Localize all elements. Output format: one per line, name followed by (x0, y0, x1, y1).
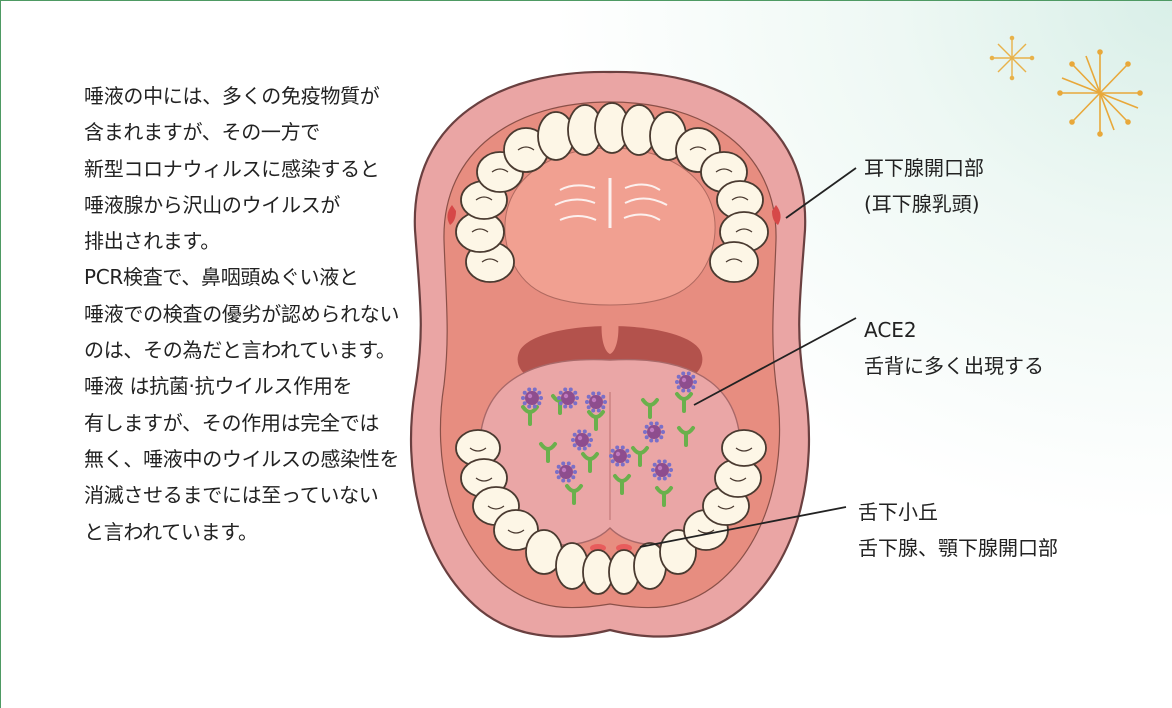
ace2-label-subtitle: 舌背に多く出現する (864, 348, 1044, 384)
upper-tooth (710, 242, 758, 282)
ace2-label-title: ACE2 (864, 312, 1044, 348)
sublingual-label-subtitle: 舌下腺、顎下腺開口部 (858, 530, 1058, 566)
parotid-label-title: 耳下腺開口部 (864, 150, 984, 186)
sparkle-small-icon (990, 36, 1033, 79)
parotid-label-subtitle: (耳下腺乳頭) (864, 186, 984, 222)
sublingual-label: 舌下小丘 舌下腺、顎下腺開口部 (858, 494, 1058, 566)
sublingual-label-title: 舌下小丘 (858, 494, 1058, 530)
sparkle-large-icon (1058, 50, 1142, 136)
ace2-label: ACE2 舌背に多く出現する (864, 312, 1044, 384)
parotid-label: 耳下腺開口部 (耳下腺乳頭) (864, 150, 984, 222)
lower-tooth (722, 430, 766, 466)
